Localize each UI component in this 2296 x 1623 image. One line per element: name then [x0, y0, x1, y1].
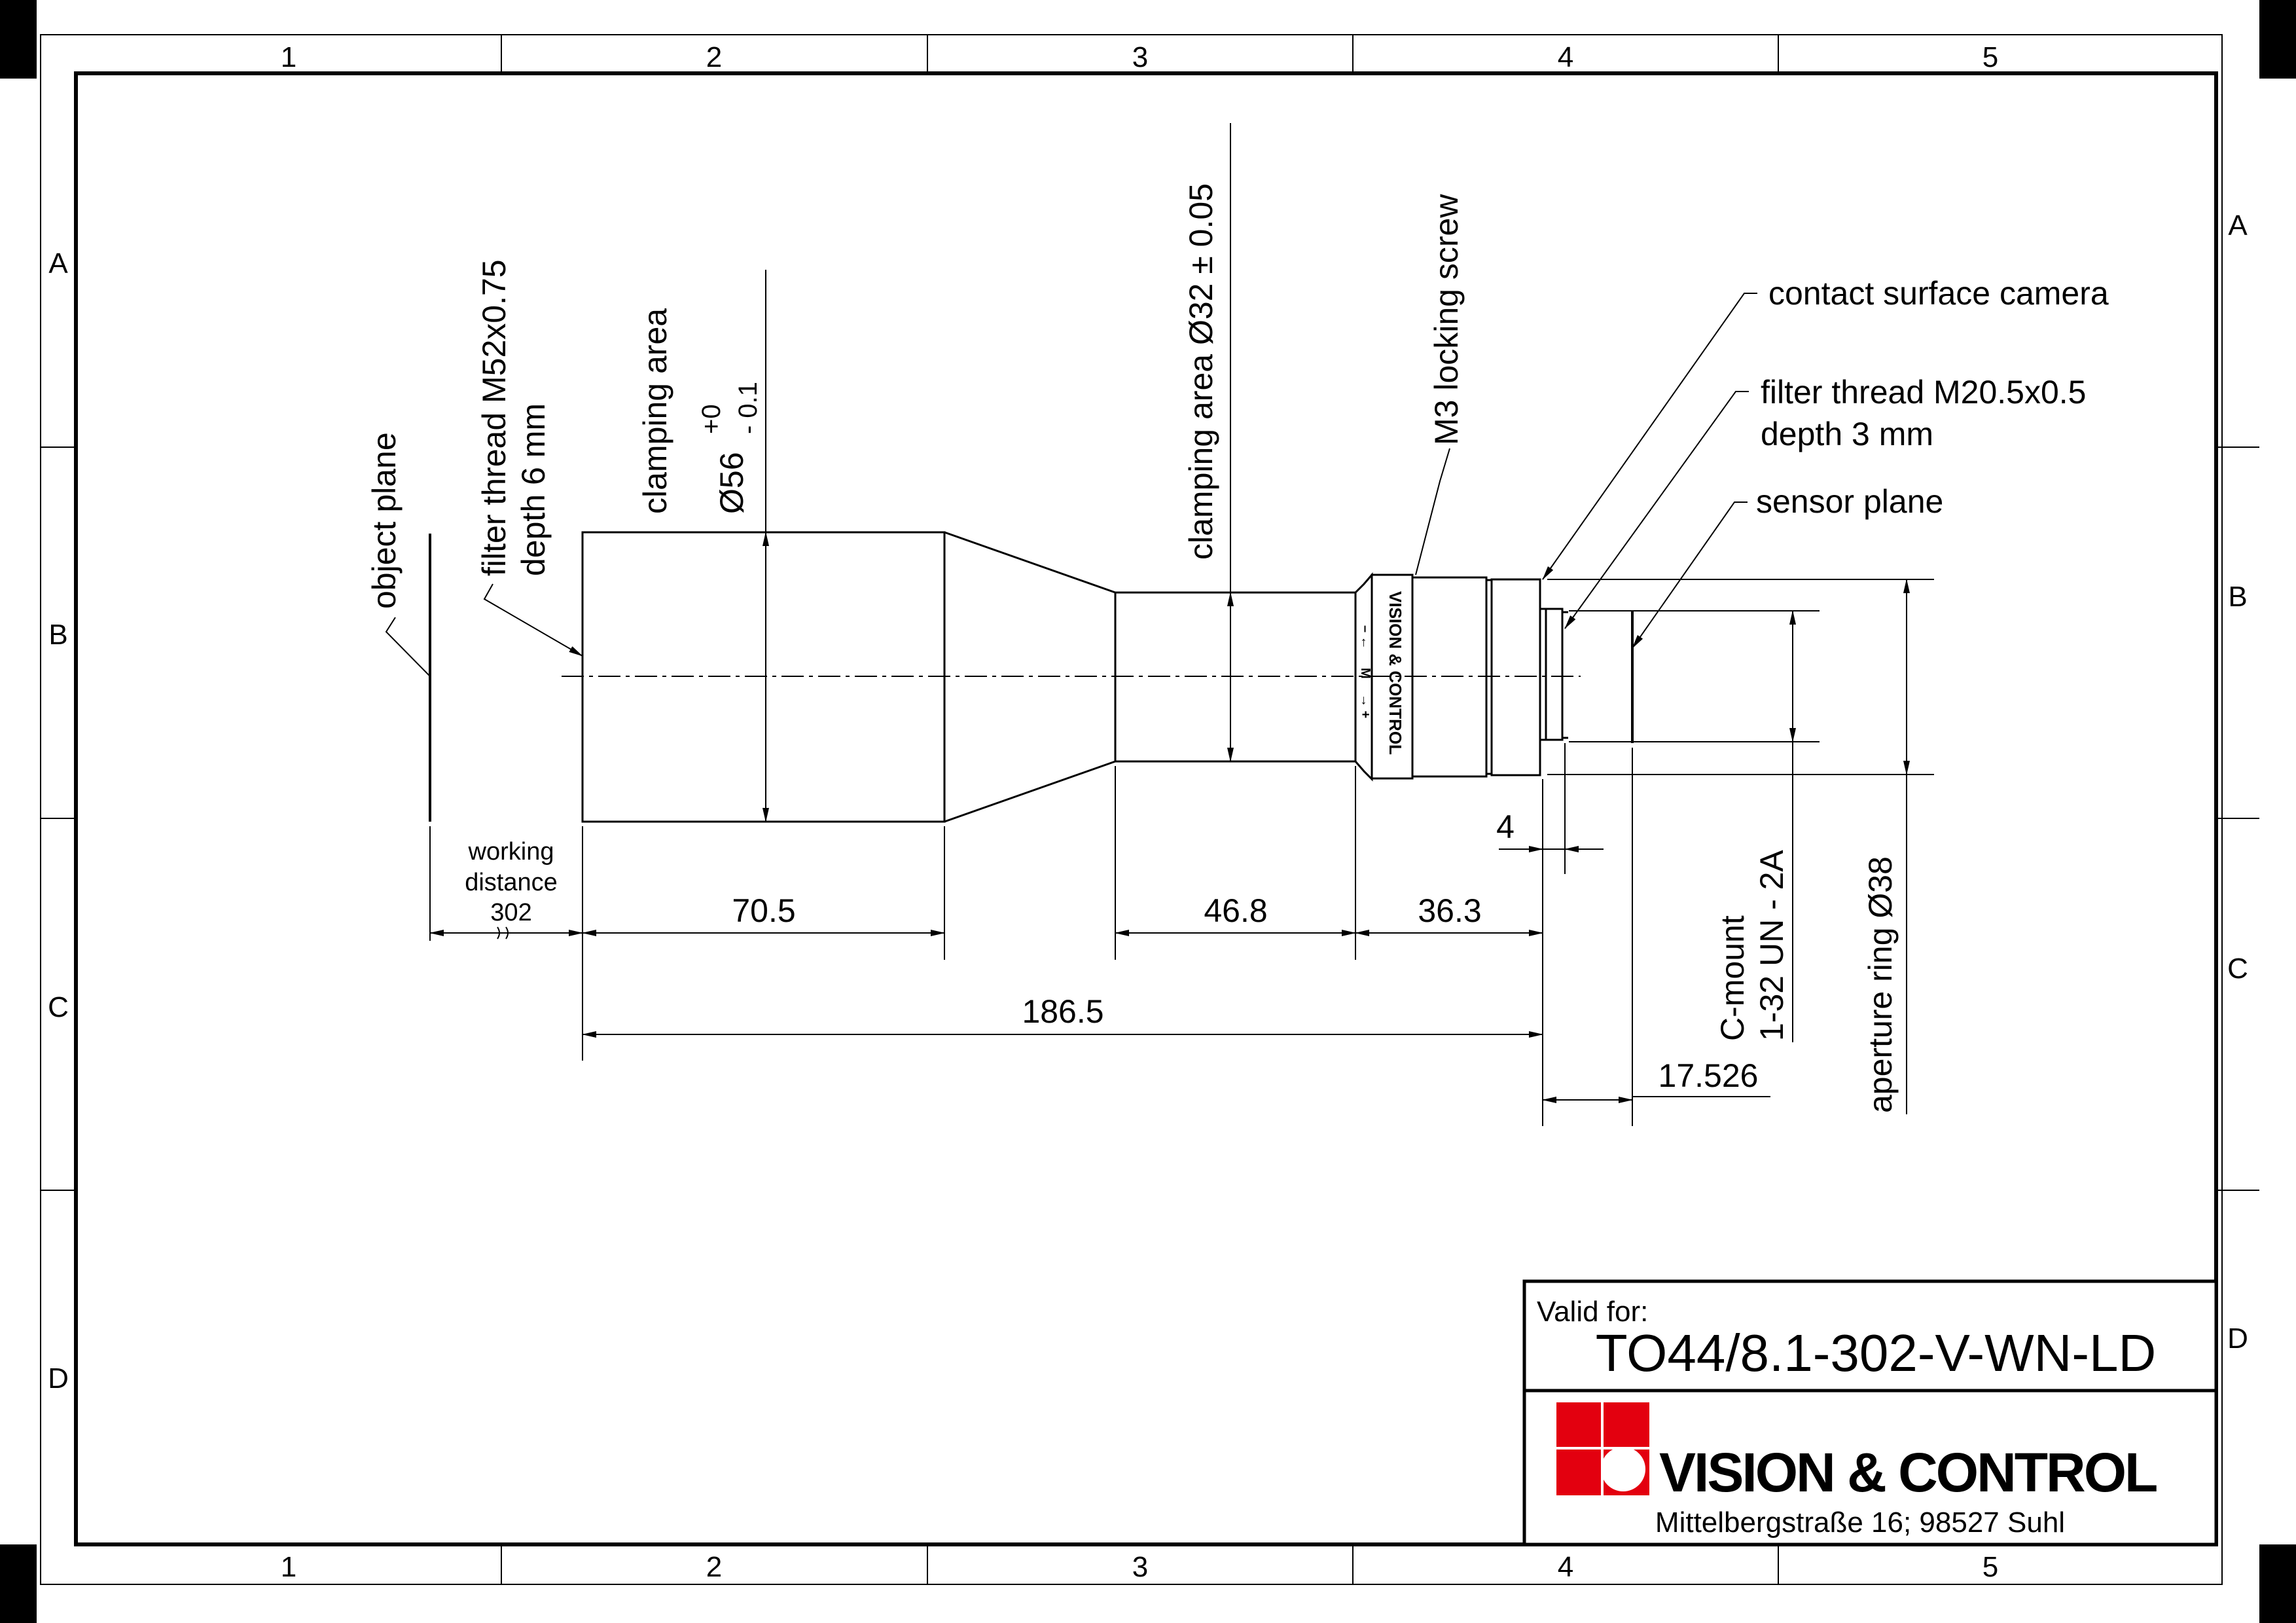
column-dividers [501, 35, 1779, 1584]
label-filter-depth-front: depth 6 mm [515, 403, 552, 576]
label-filter-depth-rear: depth 3 mm [1761, 416, 1933, 452]
col-label-top-3: 3 [1132, 41, 1148, 73]
c-mount-thread [1539, 608, 1564, 741]
col-label-bottom-1: 1 [281, 1551, 296, 1583]
corner-mark-bottom-right [2259, 1544, 2296, 1623]
label-tol-upper: +0 [697, 404, 726, 434]
dim-text-36-3: 36.3 [1418, 892, 1481, 929]
aperture-markings: – ← M → + [1358, 625, 1372, 718]
extension-lines [429, 123, 1934, 1126]
outer-frame [40, 34, 2223, 1585]
label-object-plane: object plane [366, 432, 403, 609]
svg-text:– ←: – ← [1358, 625, 1372, 649]
dimension-lines [429, 532, 1910, 1103]
col-label-bottom-2: 2 [706, 1551, 722, 1583]
row-label-left-C: C [48, 991, 69, 1023]
svg-text:distance: distance [465, 869, 558, 896]
inner-frame [74, 71, 2218, 1546]
svg-text:M: M [1358, 668, 1372, 679]
dim-text-186-5: 186.5 [1022, 993, 1103, 1030]
barrel-brand-text: VISION & CONTROL [1386, 591, 1405, 755]
row-dividers [41, 447, 2259, 1191]
label-dia-56: Ø56 [713, 452, 750, 514]
break-symbol [497, 926, 509, 939]
cone-bottom [944, 760, 1116, 823]
label-aperture-ring: aperture ring Ø38 [1862, 856, 1899, 1113]
valid-for-label: Valid for: [1537, 1296, 1648, 1328]
col-label-top-1: 1 [281, 41, 296, 73]
working-distance-label: working distance 302 [465, 838, 558, 926]
col-label-bottom-4: 4 [1558, 1551, 1573, 1583]
title-block: Valid for: TO44/8.1-302-V-WN-LD VISION &… [1522, 1279, 2218, 1546]
annotations: object plane filter thread M52x0.75 dept… [366, 183, 2109, 1113]
label-contact-surface: contact surface camera [1768, 275, 2109, 312]
col-label-bottom-5: 5 [1982, 1551, 1998, 1583]
label-clamping-area-front: clamping area [637, 308, 673, 514]
col-label-top-4: 4 [1558, 41, 1573, 73]
row-label-right-B: B [2228, 581, 2247, 613]
cone-top [944, 531, 1116, 594]
label-c-mount-thread: 1-32 UN - 2A [1753, 850, 1790, 1041]
label-filter-thread-front: filter thread M52x0.75 [476, 259, 512, 576]
label-tol-lower: - 0.1 [734, 382, 762, 434]
col-label-top-2: 2 [706, 41, 722, 73]
zone-labels: 1 2 3 4 5 1 2 3 4 5 A B C D A B C D [48, 41, 2248, 1583]
svg-text:302: 302 [490, 899, 531, 926]
company-name: VISION & CONTROL [1659, 1442, 2157, 1503]
row-label-right-A: A [2228, 210, 2248, 242]
svg-text:working: working [468, 838, 554, 866]
col-label-bottom-3: 3 [1132, 1551, 1148, 1583]
rear-ring [1490, 578, 1541, 776]
label-sensor-plane: sensor plane [1756, 483, 1943, 520]
leader-lines [385, 293, 1757, 677]
label-filter-thread-rear: filter thread M20.5x0.5 [1761, 374, 2087, 410]
part-number: TO44/8.1-302-V-WN-LD [1596, 1324, 2157, 1382]
corner-mark-top-right [2259, 0, 2296, 79]
dim-text-70-5: 70.5 [732, 892, 795, 929]
row-label-right-C: C [2227, 953, 2248, 985]
dim-text-4: 4 [1496, 809, 1515, 845]
label-clamping-area-rear: clamping area Ø32 ± 0.05 [1183, 183, 1219, 560]
row-label-left-A: A [48, 247, 68, 280]
svg-text:→ +: → + [1358, 694, 1372, 718]
company-address: Mittelbergstraße 16; 98527 Suhl [1655, 1506, 2065, 1539]
row-label-left-D: D [48, 1362, 69, 1395]
label-locking-screw: M3 locking screw [1428, 194, 1465, 445]
logo [1556, 1402, 1649, 1495]
dim-text-46-8: 46.8 [1204, 892, 1267, 929]
corner-mark-bottom-left [0, 1544, 37, 1623]
dim-text-17-526: 17.526 [1659, 1057, 1759, 1094]
row-label-left-B: B [48, 619, 67, 651]
corner-mark-top-left [0, 0, 37, 79]
row-label-right-D: D [2227, 1322, 2248, 1355]
label-c-mount: C-mount [1714, 915, 1751, 1041]
col-label-top-5: 5 [1982, 41, 1998, 73]
